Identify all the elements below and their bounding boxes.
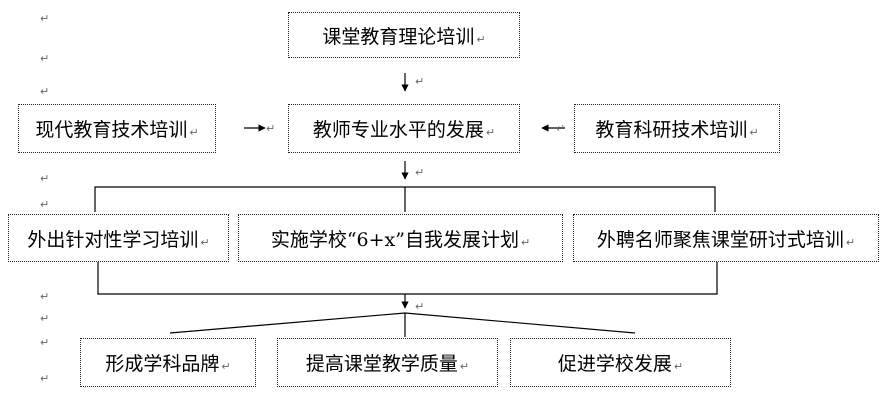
- paragraph-mark: ↵: [266, 122, 276, 135]
- paragraph-mark: ↵: [415, 300, 425, 313]
- box-subject-brand: 形成学科品牌↵: [80, 338, 256, 387]
- paragraph-mark: ↵: [189, 126, 199, 139]
- box-label: 实施学校“6+x”自我发展计划: [270, 228, 519, 251]
- paragraph-mark: ↵: [673, 360, 684, 373]
- paragraph-mark: ↵: [520, 235, 531, 249]
- box-label: 外出针对性学习培训: [27, 228, 199, 251]
- paragraph-mark: ↵: [415, 75, 425, 88]
- box-school-development: 促进学校发展↵: [510, 338, 731, 387]
- box-6x-self-development-plan: 实施学校“6+x”自我发展计划↵: [238, 214, 563, 262]
- box-label: 外聘名师聚焦课堂研讨式培训: [596, 228, 844, 251]
- box-label: 课堂教育理论培训: [322, 25, 475, 48]
- merge-bracket: [97, 262, 718, 295]
- box-research-tech-training: 教育科研技术培训↵: [574, 104, 780, 153]
- box-outbound-study-training: 外出针对性学习培训↵: [8, 214, 229, 262]
- paragraph-mark: ↵: [556, 122, 566, 135]
- box-famous-teacher-seminar-training: 外聘名师聚焦课堂研讨式培训↵: [573, 214, 879, 262]
- box-teacher-professional-development: 教师专业水平的发展↵: [288, 104, 520, 153]
- fan-left: [169, 312, 406, 334]
- box-label: 现代教育技术培训: [35, 119, 188, 141]
- paragraph-mark: ↵: [221, 360, 231, 373]
- paragraph-mark: ↵: [40, 372, 50, 385]
- paragraph-mark: ↵: [40, 290, 50, 303]
- box-label: 提高课堂教学质量: [305, 353, 458, 375]
- box-label: 形成学科品牌: [105, 353, 220, 375]
- paragraph-mark: ↵: [40, 172, 50, 185]
- box-label: 教师专业水平的发展: [312, 119, 484, 141]
- paragraph-mark: ↵: [40, 52, 50, 65]
- box-label: 促进学校发展: [557, 353, 672, 375]
- paragraph-mark: ↵: [40, 336, 50, 349]
- paragraph-mark: ↵: [40, 198, 50, 211]
- paragraph-mark: ↵: [459, 360, 470, 373]
- paragraph-mark: ↵: [200, 235, 210, 249]
- paragraph-mark: ↵: [40, 85, 50, 98]
- paragraph-mark: ↵: [40, 312, 50, 325]
- fan-right: [404, 312, 636, 334]
- paragraph-mark: ↵: [485, 126, 496, 139]
- paragraph-mark: ↵: [476, 32, 486, 46]
- box-teaching-quality: 提高课堂教学质量↵: [277, 338, 498, 387]
- box-classroom-theory-training: 课堂教育理论培训↵: [288, 12, 520, 58]
- paragraph-mark: ↵: [749, 126, 759, 139]
- paragraph-mark: ↵: [40, 12, 50, 25]
- paragraph-mark: ↵: [845, 235, 856, 249]
- paragraph-mark: ↵: [415, 166, 425, 179]
- box-label: 教育科研技术培训: [595, 119, 748, 141]
- box-modern-tech-training: 现代教育技术培训↵: [18, 104, 216, 153]
